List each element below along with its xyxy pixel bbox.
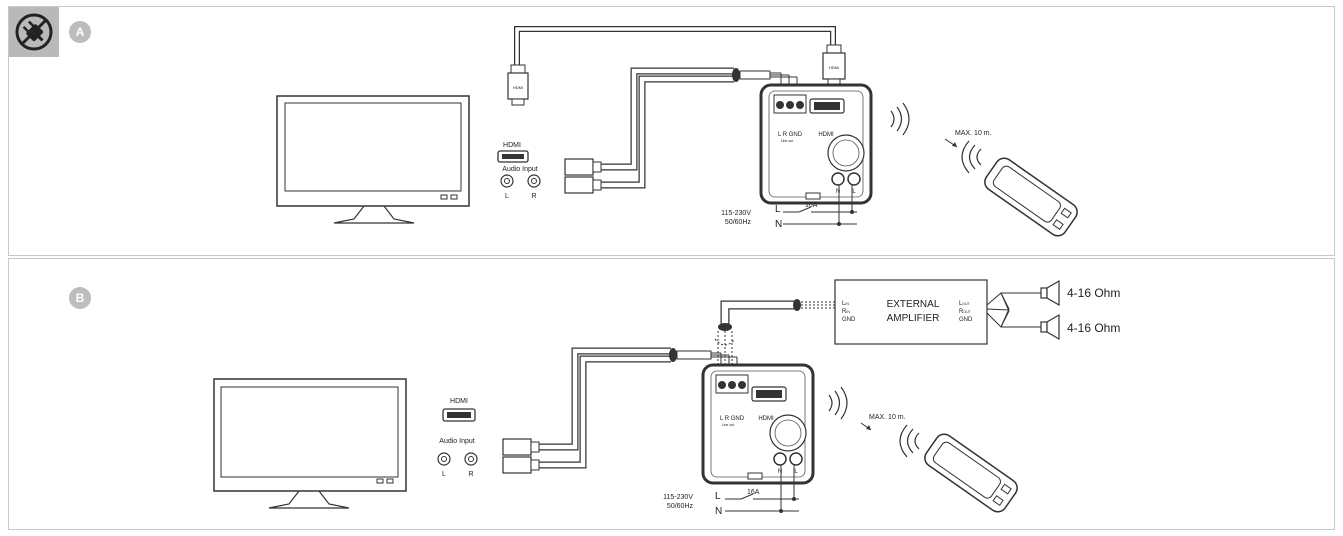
plug-icon-box — [9, 7, 59, 57]
hdmi-plug-label-module: HDMI — [829, 65, 839, 70]
tv-hdmi-label: HDMI — [450, 398, 468, 405]
diagram-panel-a: A HDMI Audio Input L R — [8, 6, 1335, 256]
module-l-label: L — [794, 469, 798, 475]
range-arrow — [944, 138, 958, 148]
plug-icon — [15, 13, 53, 51]
module-n-label: N — [836, 189, 840, 195]
mains-breaker-label: 16A — [747, 489, 760, 496]
tv-audio-input-label: Audio Input — [502, 166, 537, 173]
tv-rca-left-icon — [500, 174, 514, 188]
remote-control-icon — [924, 433, 1018, 513]
speaker-wiring — [986, 292, 1041, 328]
amplifier-input-l: LIN — [842, 301, 849, 307]
mains-voltage: 115-230V — [663, 494, 693, 501]
wireless-signal-icon — [828, 386, 920, 458]
speaker-icon — [1040, 313, 1060, 341]
module-terminal-label: L R GND — [720, 416, 745, 422]
tv-icon — [213, 378, 407, 509]
tv-icon — [276, 95, 470, 224]
wireless-signal-icon — [890, 102, 982, 174]
module-terminal-label: L R GND — [778, 132, 803, 138]
tv-rca-right-label: R — [468, 471, 473, 478]
speaker-impedance-1: 4-16 Ohm — [1067, 286, 1120, 300]
module-terminal-sublabel: Line out — [781, 139, 793, 143]
tv-rca-left-label: L — [442, 471, 446, 478]
module-n-label: N — [778, 469, 782, 475]
mains-line-label: L — [715, 491, 721, 502]
mains-line-label: L — [775, 204, 781, 215]
remote-range-label: MAX. 10 m. — [869, 414, 906, 421]
audio-cable — [564, 67, 798, 194]
mains-wiring — [725, 465, 799, 513]
module-terminal-sublabel: Line out — [722, 423, 734, 427]
connection-diagram-a: HDMI Audio Input L R HDMI HDMI — [276, 26, 1078, 237]
audio-module-icon — [701, 363, 815, 485]
mains-voltage: 115-230V — [721, 210, 751, 217]
tv-rca-right-icon — [464, 452, 478, 466]
tv-rca-left-label: L — [505, 193, 509, 200]
hdmi-plug-label-tv: HDMI — [513, 85, 523, 90]
remote-range-label: MAX. 10 m. — [955, 130, 992, 137]
mains-frequency: 50/60Hz — [667, 503, 694, 510]
tv-hdmi-port-icon — [497, 150, 529, 163]
amplifier-title-line1: EXTERNAL — [887, 299, 940, 310]
diagram-panel-b: B HDMI Audio Input L R — [8, 258, 1335, 530]
remote-control-icon — [984, 157, 1078, 237]
amplifier-title-line2: AMPLIFIER — [887, 313, 940, 324]
tv-hdmi-port-icon — [442, 408, 476, 422]
mains-neutral-label: N — [775, 219, 782, 230]
module-hdmi-label: HDMI — [818, 132, 834, 138]
module-l-label: L — [852, 189, 856, 195]
panel-badge-a: A — [69, 21, 91, 43]
audio-module-icon — [759, 83, 873, 205]
amplifier-output-gnd: GND — [959, 317, 973, 323]
range-arrow — [860, 422, 872, 431]
hdmi-cable — [507, 26, 846, 106]
panel-badge-b: B — [69, 287, 91, 309]
audio-cable — [502, 347, 738, 474]
amplifier-output-l: LOUT — [959, 301, 971, 307]
tv-rca-right-icon — [527, 174, 541, 188]
tv-rca-right-label: R — [531, 193, 536, 200]
tv-hdmi-label: HDMI — [503, 142, 521, 149]
speaker-impedance-2: 4-16 Ohm — [1067, 321, 1120, 335]
tv-audio-input-label: Audio Input — [439, 438, 474, 445]
mains-wiring — [783, 185, 857, 226]
mains-frequency: 50/60Hz — [725, 219, 752, 226]
amplifier-input-r: RIN — [842, 309, 850, 315]
tv-rca-left-icon — [437, 452, 451, 466]
mains-neutral-label: N — [715, 506, 722, 517]
module-hdmi-label: HDMI — [758, 416, 774, 422]
amplifier-cable — [714, 299, 839, 371]
connection-diagram-b: HDMI Audio Input L R — [213, 279, 1120, 517]
external-amplifier-box — [834, 279, 988, 345]
mains-breaker-label: 16A — [805, 202, 818, 209]
amplifier-output-r: ROUT — [959, 309, 972, 315]
speaker-icon — [1040, 279, 1060, 307]
amplifier-input-gnd: GND — [842, 317, 856, 323]
